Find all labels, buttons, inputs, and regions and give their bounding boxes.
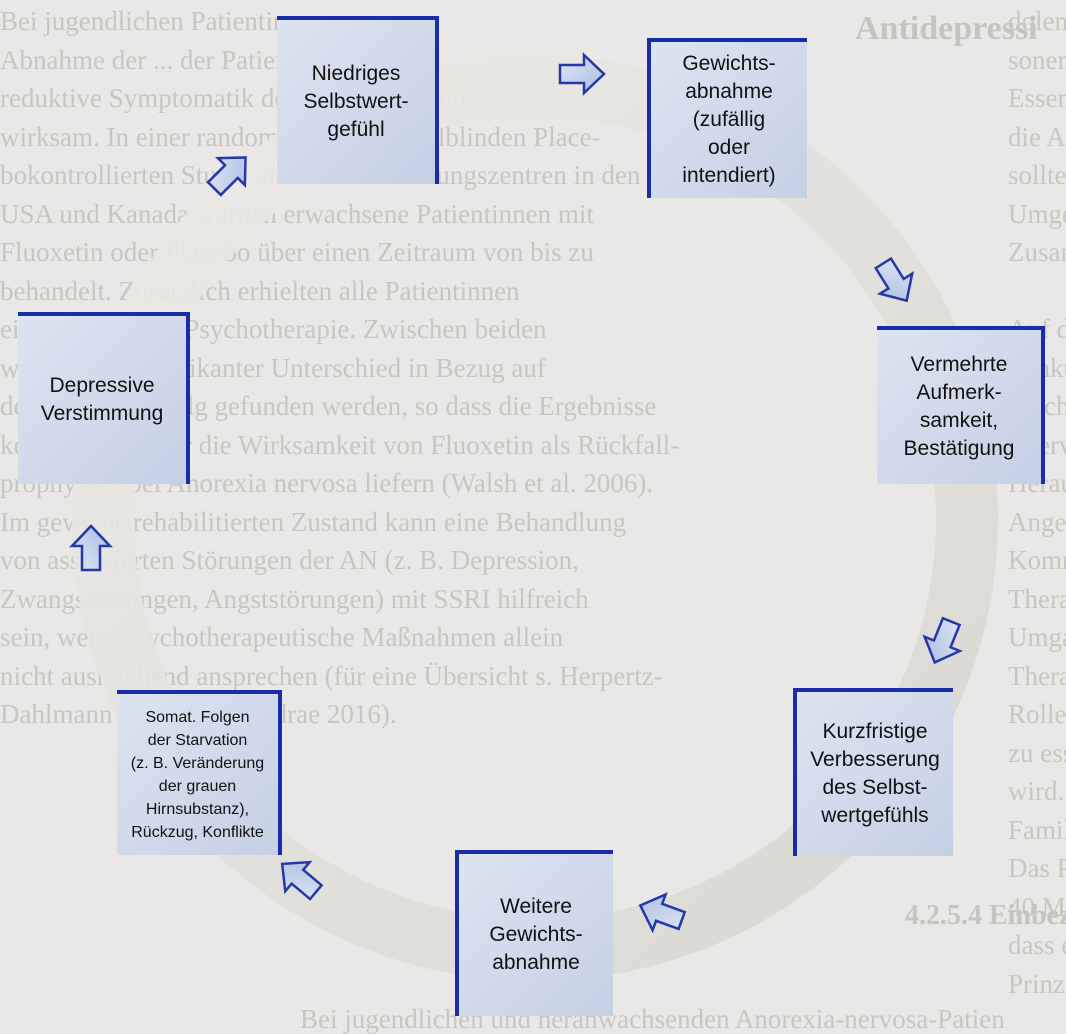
node-short-term-improvement-label: Kurzfristige Verbesserung des Selbst- we… xyxy=(810,720,940,827)
node-somatic-consequences: Somat. Folgen der Starvation (z. B. Verä… xyxy=(117,690,282,855)
cycle-arrow xyxy=(558,52,606,96)
cycle-arrow xyxy=(638,892,687,934)
node-short-term-improvement: Kurzfristige Verbesserung des Selbst- we… xyxy=(793,688,953,856)
node-weight-loss-label: Gewichts- abnahme (zufällig oder intendi… xyxy=(682,52,776,187)
cycle-arrow xyxy=(280,860,324,901)
cycle-arrows xyxy=(69,52,964,934)
node-low-self-esteem: Niedriges Selbstwert- gefühl xyxy=(277,16,439,184)
node-somatic-consequences-label: Somat. Folgen der Starvation (z. B. Verä… xyxy=(130,708,265,841)
cycle-arrow xyxy=(922,616,964,665)
node-weight-loss: Gewichts- abnahme (zufällig oder intendi… xyxy=(647,38,807,198)
node-further-weight-loss: Weitere Gewichts- abnahme xyxy=(455,850,613,1016)
node-increased-attention: Vermehrte Aufmerk- samkeit, Bestätigung xyxy=(877,326,1045,484)
cycle-arrow xyxy=(873,256,914,303)
cycle-arrow xyxy=(206,156,247,197)
node-depressive-mood: Depressive Verstimmung xyxy=(18,312,190,484)
node-depressive-mood-label: Depressive Verstimmung xyxy=(40,374,164,425)
node-low-self-esteem-label: Niedriges Selbstwert- gefühl xyxy=(303,62,409,141)
cycle-arrow xyxy=(69,524,113,572)
node-further-weight-loss-label: Weitere Gewichts- abnahme xyxy=(489,895,583,974)
node-increased-attention-label: Vermehrte Aufmerk- samkeit, Bestätigung xyxy=(903,353,1015,460)
